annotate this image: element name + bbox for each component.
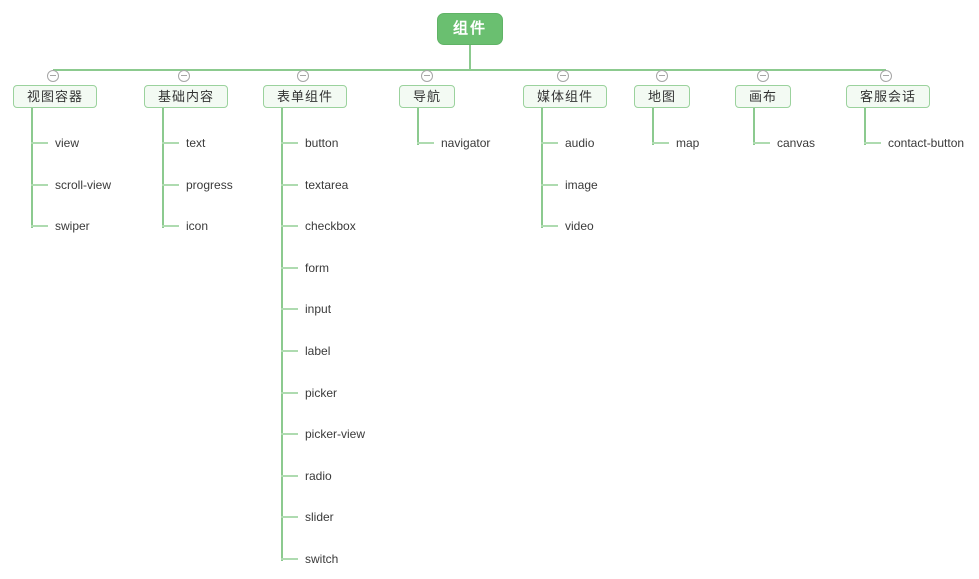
collapse-minus-circle-icon[interactable] [421, 70, 433, 82]
leaf-node[interactable]: video [565, 219, 594, 233]
connector-child-line [281, 225, 298, 227]
leaf-node[interactable]: progress [186, 178, 233, 192]
connector-child-line [281, 475, 298, 477]
connector-drop-line [652, 108, 654, 145]
connector-child-line [162, 142, 179, 144]
connector-root-stub [469, 44, 471, 70]
collapse-minus-circle-icon[interactable] [47, 70, 59, 82]
branch-node-view-container[interactable]: 视图容器 [13, 85, 98, 108]
connector-drop-line [162, 108, 164, 228]
connector-child-line [31, 225, 48, 227]
collapse-minus-circle-icon[interactable] [297, 70, 309, 82]
connector-child-line [281, 516, 298, 518]
connector-child-line [541, 225, 558, 227]
collapse-minus-circle-icon[interactable] [880, 70, 892, 82]
leaf-node[interactable]: form [305, 261, 329, 275]
connector-drop-line [281, 108, 283, 561]
branch-node-contact[interactable]: 客服会话 [846, 85, 931, 108]
leaf-node[interactable]: text [186, 136, 206, 150]
connector-child-line [281, 308, 298, 310]
connector-child-line [541, 142, 558, 144]
connector-drop-line [541, 108, 543, 228]
leaf-node[interactable]: navigator [441, 136, 491, 150]
leaf-node[interactable]: checkbox [305, 219, 356, 233]
leaf-node[interactable]: image [565, 178, 598, 192]
collapse-minus-circle-icon[interactable] [178, 70, 190, 82]
branch-node-media-components[interactable]: 媒体组件 [523, 85, 608, 108]
branch-node-form-components[interactable]: 表单组件 [263, 85, 348, 108]
leaf-node[interactable]: picker-view [305, 427, 366, 441]
leaf-node[interactable]: audio [565, 136, 595, 150]
connector-child-line [281, 184, 298, 186]
connector-child-line [281, 267, 298, 269]
branch-node-map[interactable]: 地图 [634, 85, 691, 108]
connector-drop-line [31, 108, 33, 228]
connector-child-line [31, 142, 48, 144]
leaf-node[interactable]: slider [305, 510, 334, 524]
leaf-node[interactable]: canvas [777, 136, 816, 150]
connector-child-line [281, 392, 298, 394]
collapse-minus-circle-icon[interactable] [557, 70, 569, 82]
connector-child-line [417, 142, 434, 144]
leaf-node[interactable]: radio [305, 469, 332, 483]
connector-child-line [31, 184, 48, 186]
connector-main-line [53, 69, 886, 71]
connector-child-line [541, 184, 558, 186]
branch-node-navigation[interactable]: 导航 [399, 85, 456, 108]
leaf-node[interactable]: view [55, 136, 80, 150]
leaf-node[interactable]: map [676, 136, 700, 150]
leaf-node[interactable]: switch [305, 552, 339, 566]
connector-drop-line [864, 108, 866, 145]
leaf-node[interactable]: textarea [305, 178, 349, 192]
branch-node-canvas[interactable]: 画布 [735, 85, 792, 108]
leaf-node[interactable]: contact-button [888, 136, 965, 150]
leaf-node[interactable]: input [305, 302, 332, 316]
collapse-minus-circle-icon[interactable] [757, 70, 769, 82]
connector-child-line [864, 142, 881, 144]
connector-drop-line [417, 108, 419, 145]
leaf-node[interactable]: picker [305, 386, 338, 400]
connector-child-line [652, 142, 669, 144]
leaf-node[interactable]: button [305, 136, 339, 150]
leaf-node[interactable]: label [305, 344, 331, 358]
connector-child-line [162, 184, 179, 186]
connector-drop-line [753, 108, 755, 145]
connector-child-line [162, 225, 179, 227]
connector-child-line [281, 350, 298, 352]
connector-child-line [281, 433, 298, 435]
leaf-node[interactable]: scroll-view [55, 178, 112, 192]
root-node[interactable]: 组件 [437, 13, 503, 45]
branch-node-basic-content[interactable]: 基础内容 [144, 85, 229, 108]
collapse-minus-circle-icon[interactable] [656, 70, 668, 82]
leaf-node[interactable]: icon [186, 219, 209, 233]
connector-child-line [281, 142, 298, 144]
connector-child-line [753, 142, 770, 144]
connector-child-line [281, 558, 298, 560]
leaf-node[interactable]: swiper [55, 219, 90, 233]
